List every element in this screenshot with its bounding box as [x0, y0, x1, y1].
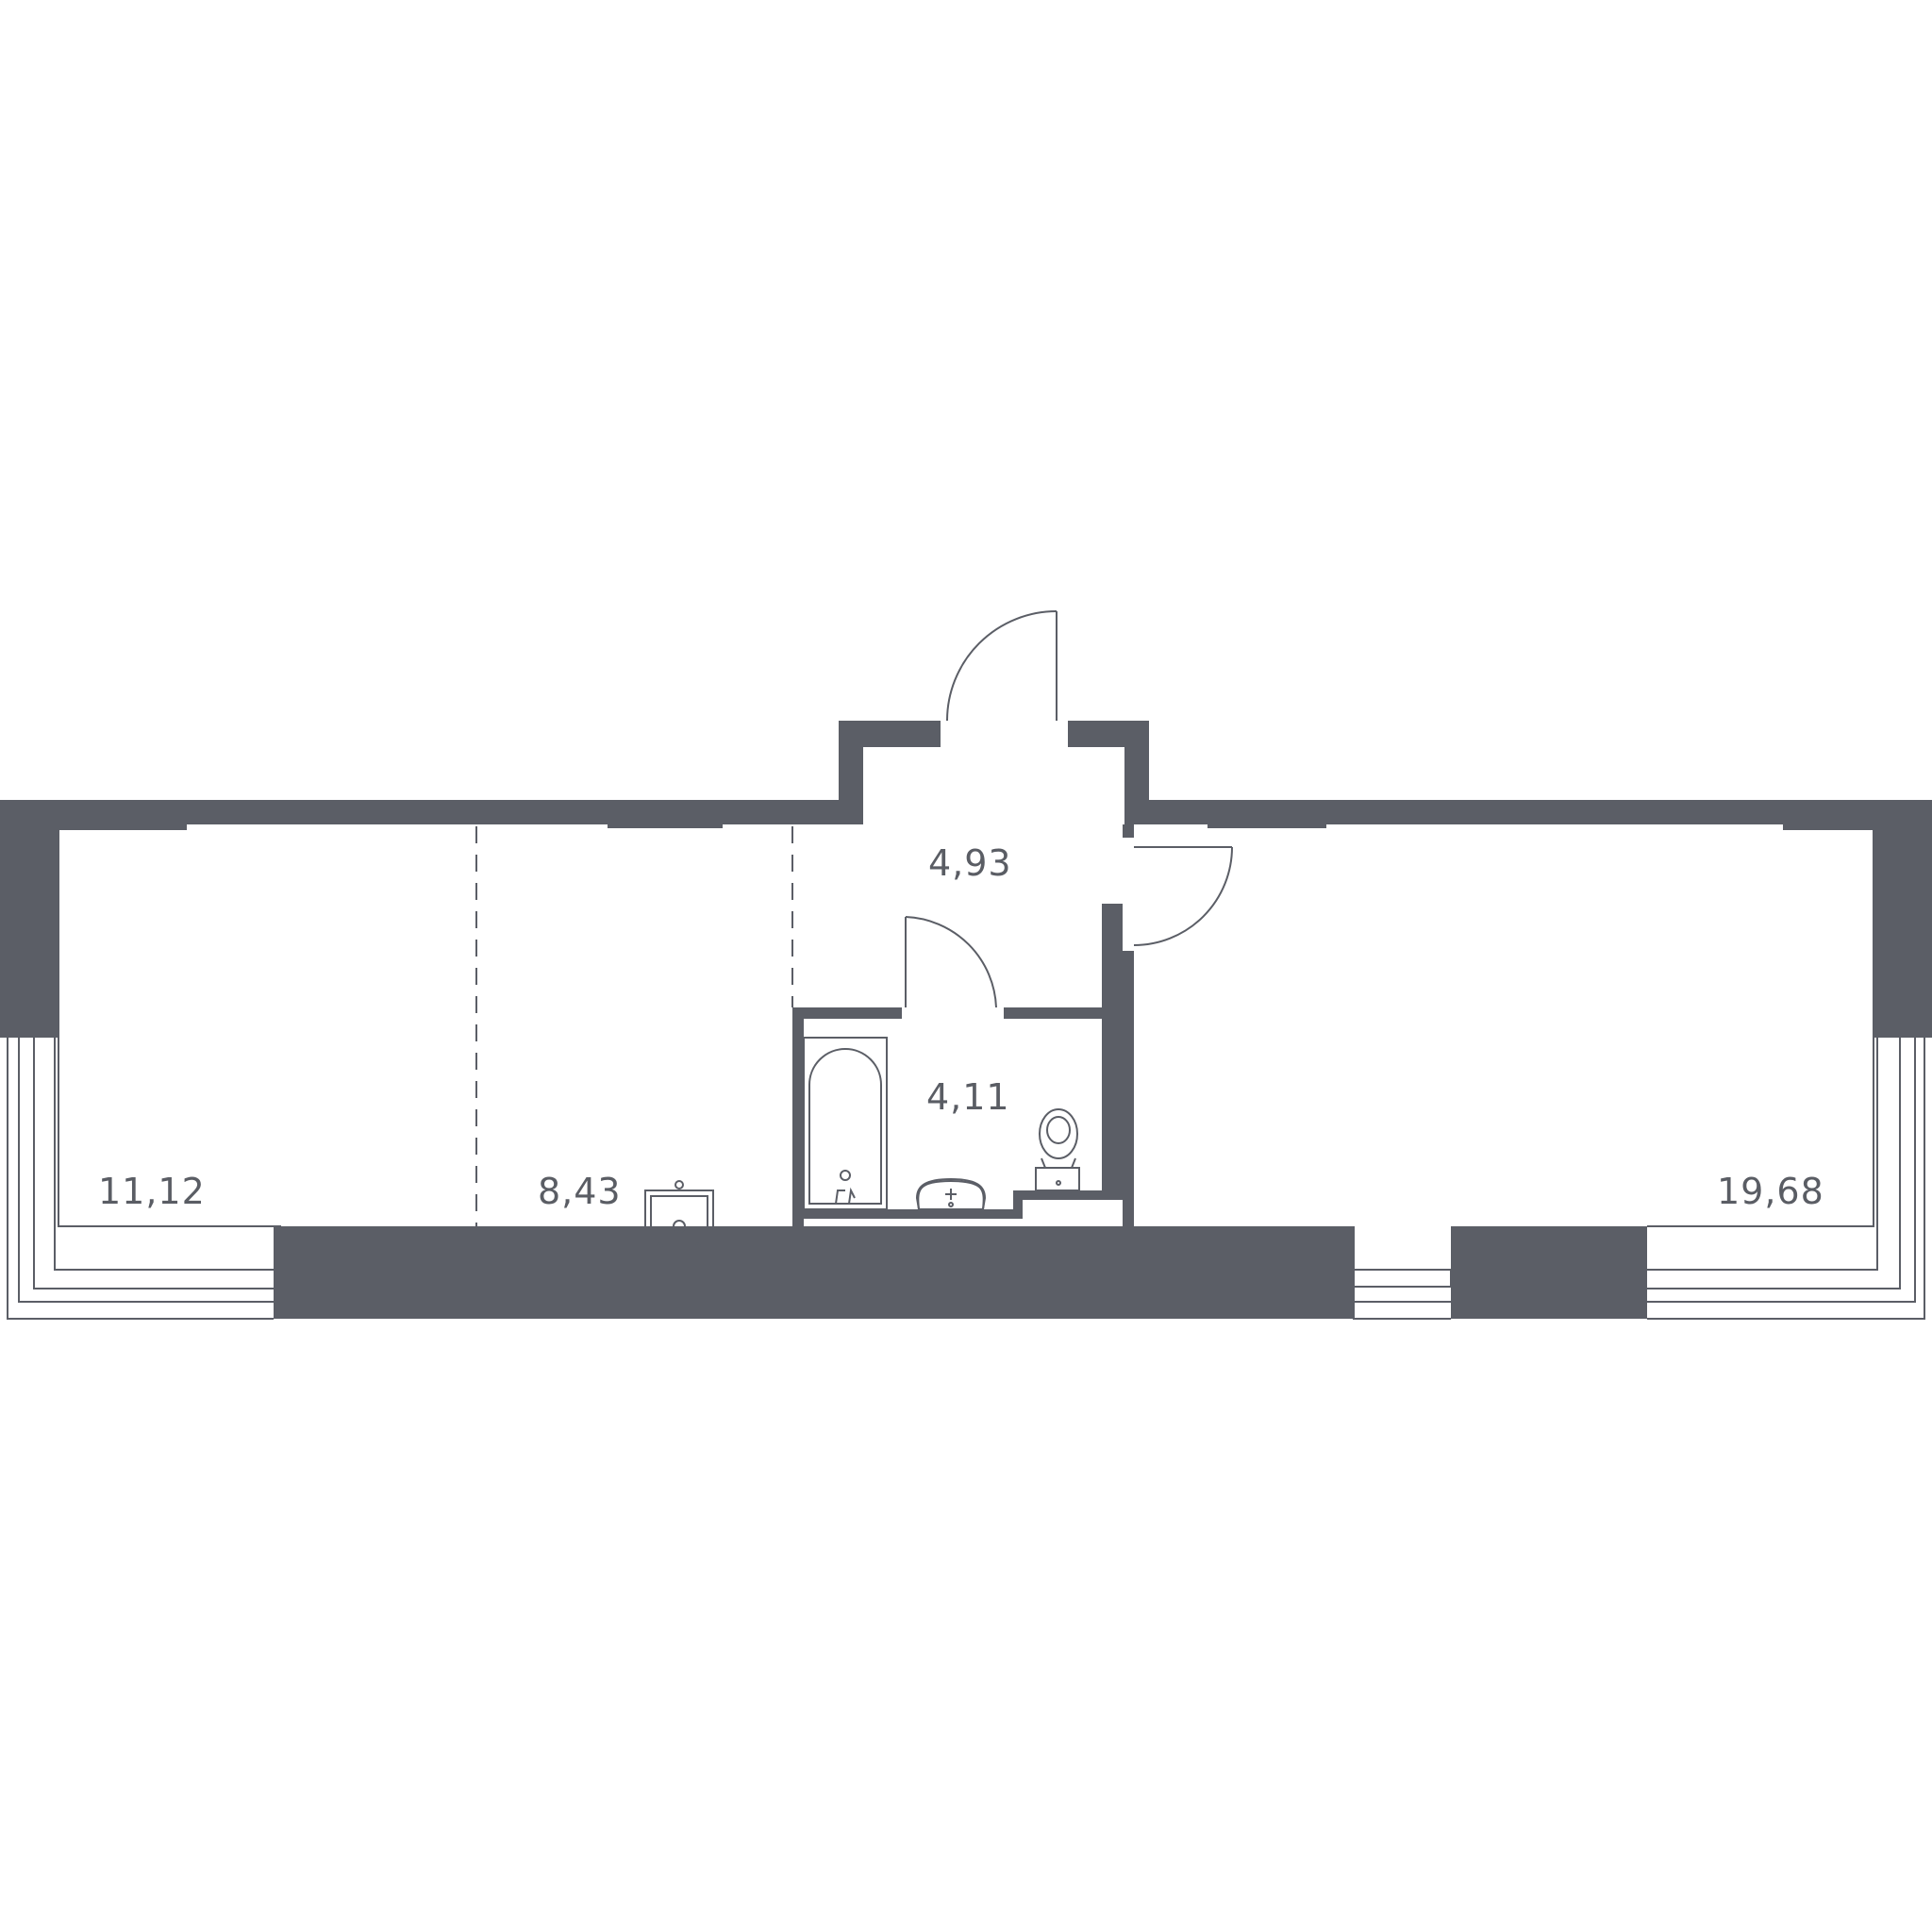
- bath-wall-top-right: [1004, 1007, 1123, 1019]
- entrance-door-swing: [946, 610, 1058, 722]
- doors: [905, 610, 1233, 1008]
- bath-step-vertical: [1013, 1190, 1023, 1219]
- room-area-label-room-2: 8,43: [538, 1171, 622, 1212]
- wall-bottom-right-pier: [1451, 1226, 1647, 1319]
- room-area-label-room-3: 19,68: [1717, 1171, 1824, 1212]
- wall-hall-right-top: [1123, 824, 1134, 838]
- interior-outlines: [58, 824, 1874, 1227]
- room-right-door-swing: [1133, 846, 1233, 946]
- bath-wall-top-left: [792, 1007, 902, 1019]
- window-left-frame-2: [33, 1038, 274, 1289]
- wall-vestibule-right-outer: [1124, 721, 1149, 824]
- bathtub-icon: [803, 1037, 888, 1210]
- pier-top-mid: [608, 800, 723, 828]
- window-right-frame-3: [1647, 1038, 1878, 1271]
- sink-icon: [915, 1177, 987, 1210]
- window-right-frame-2: [1647, 1038, 1901, 1289]
- room-area-label-bathroom: 4,11: [926, 1076, 1010, 1118]
- exterior-walls: [0, 721, 1932, 1319]
- window-bottom-mid: [1352, 1269, 1452, 1288]
- room-area-label-hall: 4,93: [928, 842, 1012, 884]
- bath-step-horizontal: [1013, 1190, 1117, 1200]
- window-left-outer: [7, 1038, 274, 1320]
- bath-wall-left: [792, 1007, 804, 1226]
- wall-hall-right: [1123, 951, 1134, 1226]
- room-outline-right: [1647, 824, 1874, 1227]
- room-labels: 11,12 8,43 4,93 4,11 19,68: [98, 842, 1824, 1212]
- bathroom-walls: [792, 824, 1134, 1226]
- room-area-label-room-1: 11,12: [98, 1171, 206, 1212]
- pier-top-right-1: [1208, 800, 1326, 828]
- wall-left: [0, 800, 58, 1038]
- bath-door-swing: [905, 916, 997, 1008]
- toilet-icon: [1035, 1108, 1080, 1191]
- windows: [7, 1038, 1925, 1320]
- window-right-frame-1: [1647, 1038, 1916, 1303]
- window-left-frame-1: [18, 1038, 274, 1303]
- wall-vestibule-top-left: [839, 721, 941, 747]
- window-left-frame-3: [54, 1038, 281, 1271]
- bath-wall-bottom: [804, 1209, 1019, 1219]
- pier-top-left: [0, 800, 187, 830]
- washing-machine-icon: [644, 1180, 714, 1259]
- room-outline-left: [58, 824, 281, 1227]
- window-right-outer: [1647, 1038, 1925, 1320]
- wall-right: [1874, 800, 1932, 1038]
- fixtures: [644, 1037, 1080, 1259]
- shaft-right: [1102, 904, 1123, 1200]
- wall-bottom-main-2: [274, 1226, 1355, 1319]
